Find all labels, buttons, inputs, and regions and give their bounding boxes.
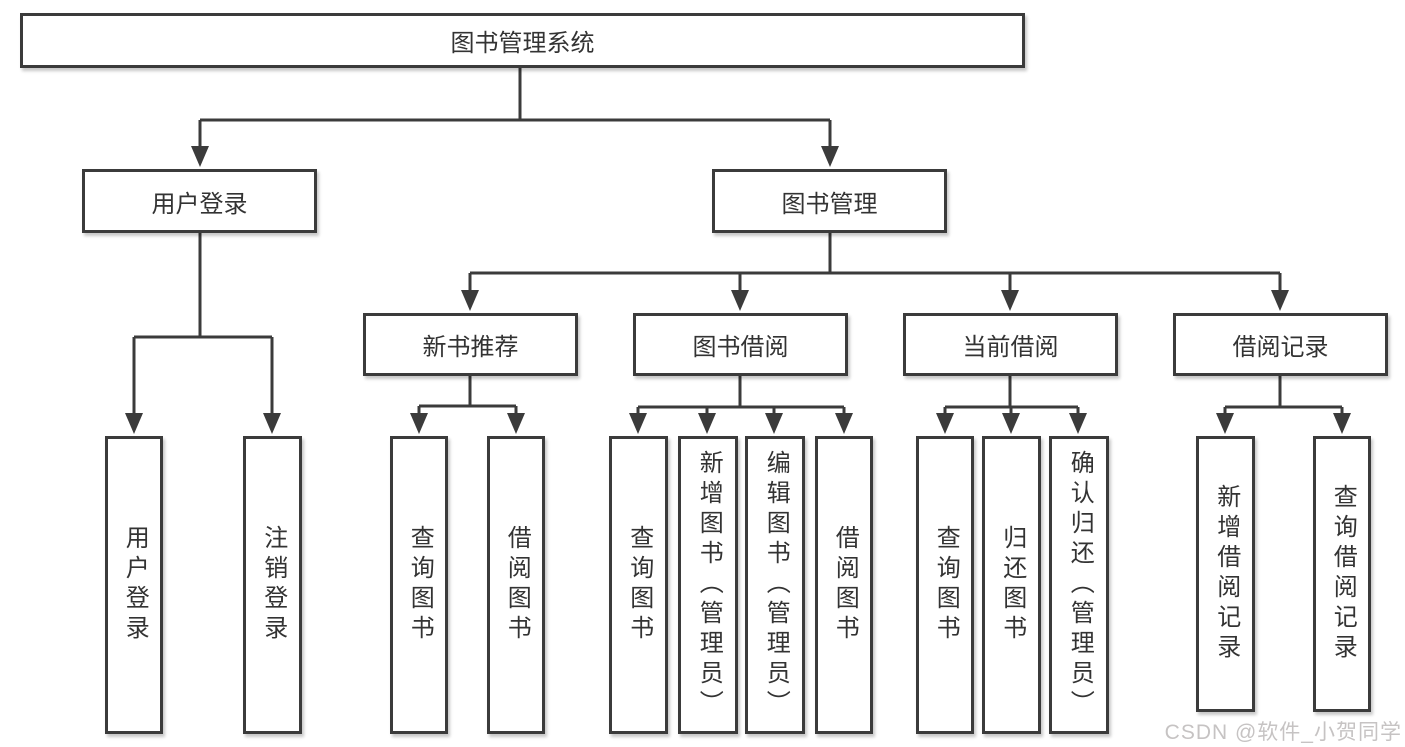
leaf-return-book: 归还图书 [982,436,1041,734]
leaf-confirm-return-admin: 确认归还（管理员） [1049,436,1109,734]
leaf-query-books-1: 查询图书 [390,436,448,734]
leaf-add-borrow-record-label: 新增借阅记录 [1212,484,1240,664]
leaf-borrow-books-1: 借阅图书 [487,436,545,734]
node-current-borrow: 当前借阅 [903,313,1118,376]
leaf-query-borrow-record: 查询借阅记录 [1313,436,1371,712]
node-user-login-label: 用户登录 [151,190,248,218]
leaf-add-borrow-record: 新增借阅记录 [1196,436,1255,712]
leaf-borrow-books-1-label: 借阅图书 [503,525,531,645]
leaf-logout: 注销登录 [243,436,302,734]
leaf-query-books-1-label: 查询图书 [406,525,434,645]
leaf-confirm-return-admin-label: 确认归还（管理员） [1066,450,1094,720]
node-current-borrow-label: 当前借阅 [962,334,1059,361]
leaf-user-login: 用户登录 [105,436,163,734]
node-new-book-recommend: 新书推荐 [363,313,578,376]
node-library-system-label: 图书管理系统 [450,30,595,57]
leaf-borrow-books-2: 借阅图书 [815,436,873,734]
node-borrow-record-label: 借阅记录 [1232,334,1329,361]
leaf-query-borrow-record-label: 查询借阅记录 [1329,484,1357,664]
leaf-edit-book-admin: 编辑图书（管理员） [745,436,805,734]
leaf-user-login-label: 用户登录 [121,525,149,645]
leaf-add-book-admin-label: 新增图书（管理员） [695,450,723,720]
csdn-watermark: CSDN @软件_小贺同学 [1164,721,1402,744]
node-book-mgmt: 图书管理 [712,169,947,233]
leaf-query-books-3: 查询图书 [916,436,974,734]
node-book-borrow-label: 图书借阅 [692,334,789,361]
leaf-borrow-books-2-label: 借阅图书 [831,525,859,645]
leaf-query-books-2: 查询图书 [609,436,668,734]
node-book-borrow: 图书借阅 [633,313,848,376]
leaf-query-books-3-label: 查询图书 [932,525,960,645]
leaf-return-book-label: 归还图书 [998,525,1026,645]
leaf-add-book-admin: 新增图书（管理员） [678,436,738,734]
node-library-system: 图书管理系统 [20,13,1025,68]
node-borrow-record: 借阅记录 [1173,313,1388,376]
node-user-login: 用户登录 [82,169,317,233]
leaf-edit-book-admin-label: 编辑图书（管理员） [762,450,790,720]
node-new-book-recommend-label: 新书推荐 [422,334,519,361]
arrowheads [125,146,1351,434]
leaf-query-books-2-label: 查询图书 [625,525,653,645]
node-book-mgmt-label: 图书管理 [781,190,878,218]
leaf-logout-label: 注销登录 [259,525,287,645]
